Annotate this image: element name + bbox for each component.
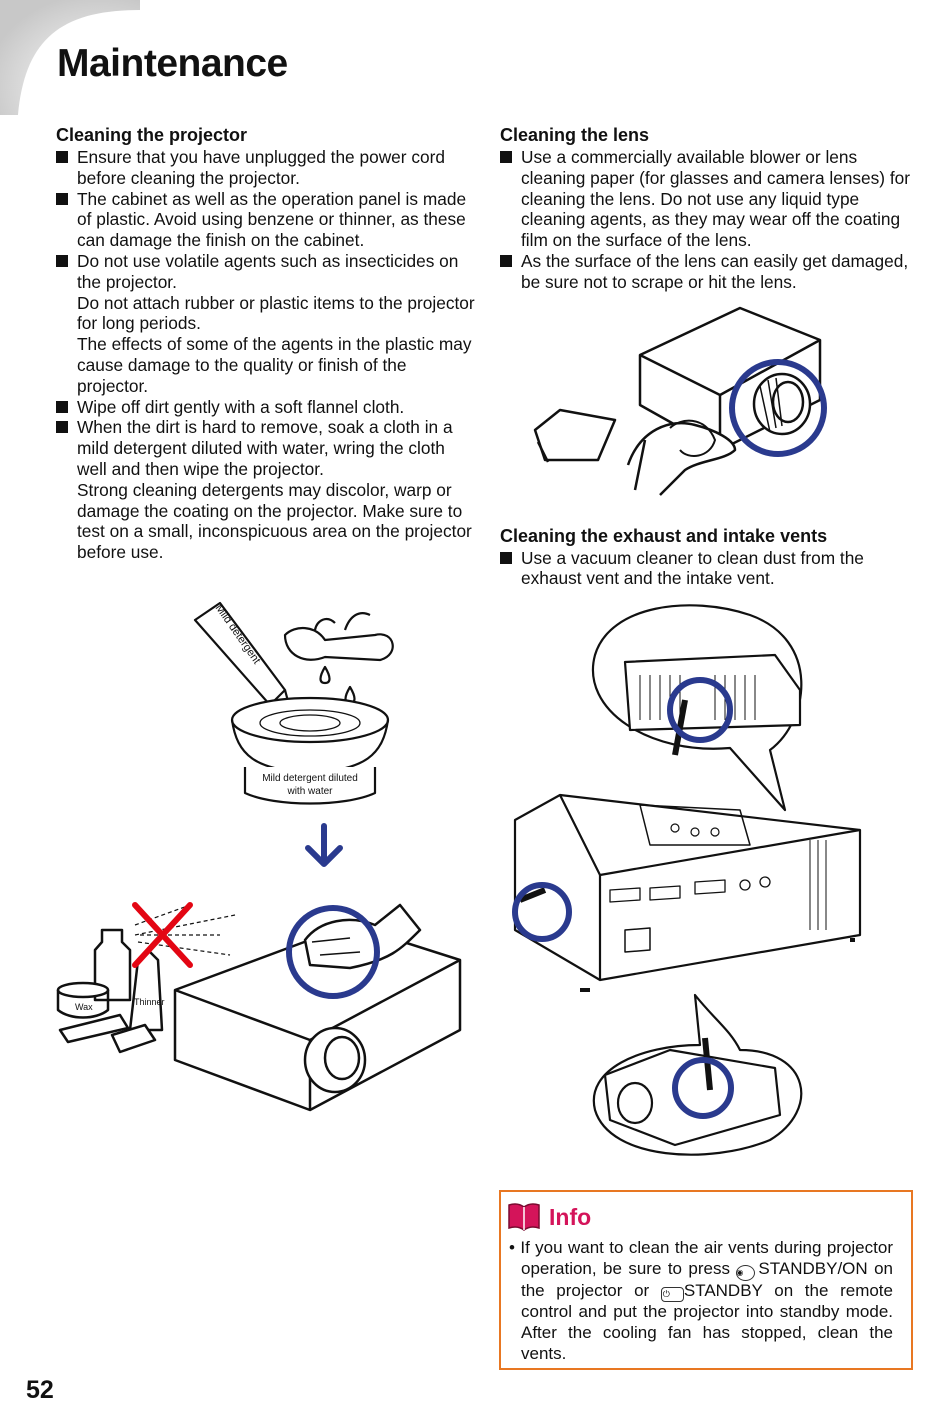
list-item: When the dirt is hard to remove, soak a … [56,417,476,563]
cleaning-projector-list: Ensure that you have unplugged the power… [56,147,476,563]
list-subtext: The effects of some of the agents in the… [77,334,472,396]
info-box: Info • If you want to clean the air vent… [499,1190,913,1370]
cleaning-vents-section: Cleaning the exhaust and intake vents Us… [500,525,920,590]
bowl-label-line2: with water [286,786,333,797]
standby-on-button-icon: ◉ [736,1264,756,1281]
cleaning-projector-heading: Cleaning the projector [56,125,248,145]
cleaning-projector-section: Cleaning the projector Ensure that you h… [56,124,476,563]
info-title: Info [549,1203,592,1230]
page-number: 52 [26,1376,54,1404]
cleaning-lens-list: Use a commercially available blower or l… [500,147,920,293]
cleaning-vents-list: Use a vacuum cleaner to clean dust from … [500,548,920,590]
list-item: Wipe off dirt gently with a soft flannel… [56,397,476,418]
list-item: As the surface of the lens can easily ge… [500,251,920,293]
info-text-part: STANDBY/ON on the projector or [521,1258,893,1300]
bowl-label: Mild detergent diluted [262,773,358,784]
cleaning-vents-heading: Cleaning the exhaust and intake vents [500,525,828,546]
list-subtext: Strong cleaning detergents may discolor,… [77,479,472,563]
info-header: Info [507,1202,893,1232]
info-text-part: STANDBY on the remote control and put th… [521,1280,893,1363]
info-text-part: If you want to clean the air vents durin… [520,1238,893,1278]
cleaning-lens-heading: Cleaning the lens [500,125,650,145]
vent-cleaning-illustration [512,604,862,1156]
list-subtext: Do not attach rubber or plastic items to… [77,292,475,334]
corner-tab-decoration [0,0,140,115]
book-icon [508,1203,540,1231]
remote-standby-button-icon: ⏻ [660,1286,684,1302]
arrow-down-icon [305,823,343,867]
detergent-bowl-illustration: Mild detergent Mild detergent diluted wi… [193,601,394,805]
wipe-projector-illustration: Thinner Wax [56,902,462,1112]
list-item: Use a vacuum cleaner to clean dust from … [500,548,920,590]
page-title: Maintenance [57,42,288,85]
list-item: The cabinet as well as the operation pan… [56,189,476,251]
thinner-label: Thinner [134,997,165,1007]
info-bullet: • [509,1238,515,1257]
list-item: Do not use volatile agents such as insec… [56,251,476,397]
wax-label: Wax [75,1002,93,1012]
list-item: Use a commercially available blower or l… [500,147,920,251]
right-column: Cleaning the lens Use a commercially ava… [500,124,920,589]
list-item: Ensure that you have unplugged the power… [56,147,476,189]
info-text: • If you want to clean the air vents dur… [507,1238,893,1365]
lens-cleaning-illustration [533,306,827,496]
